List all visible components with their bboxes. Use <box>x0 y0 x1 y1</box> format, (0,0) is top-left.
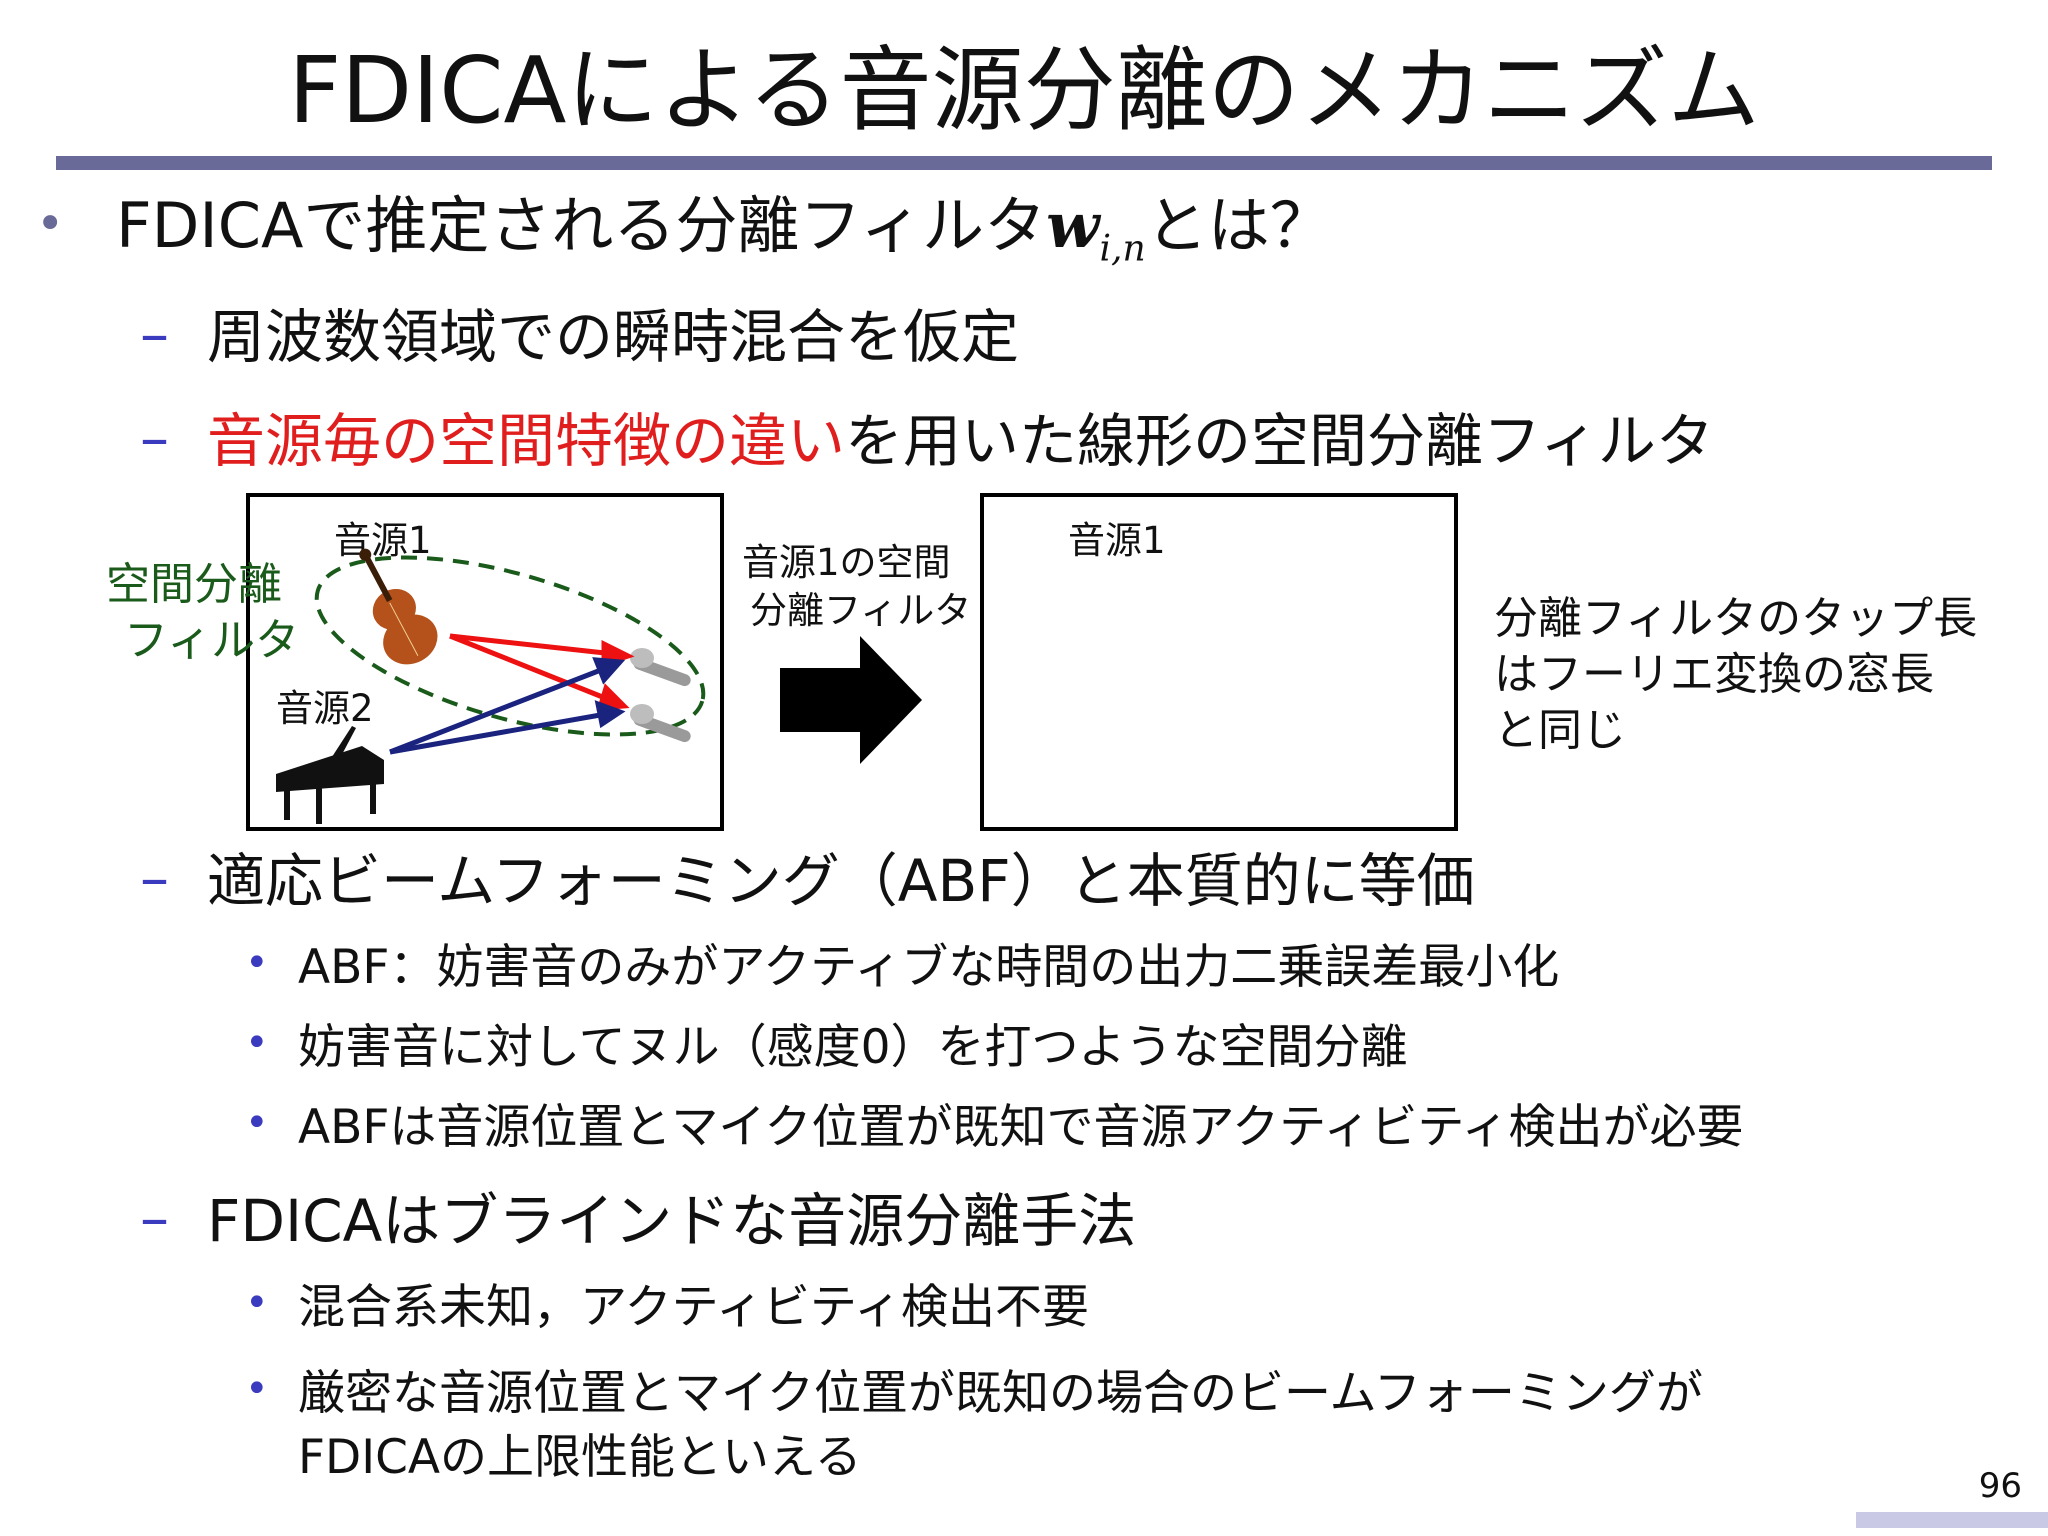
sub-item-text: 適応ビームフォーミング（ABF）と本質的に等価 <box>207 847 1475 915</box>
arrow-caption-line1: 音源1の空間 <box>742 541 951 584</box>
list-item: ABFは音源位置とマイク位置が既知で音源アクティビティ検出が必要 <box>298 1100 1744 1155</box>
plain-text: を用いた線形の空間分離フィルタ <box>845 407 1714 475</box>
sub-item-text: 周波数領域での瞬時混合を仮定 <box>207 303 1020 371</box>
dash-marker: – <box>140 1184 169 1252</box>
bullet-dot: • <box>245 1280 269 1326</box>
title-underline <box>56 156 1992 170</box>
bullet-dot: • <box>245 1366 269 1412</box>
math-var: w <box>1046 189 1100 262</box>
spatial-filter-label-line2: フィルタ <box>124 615 300 666</box>
dash-marker: – <box>140 404 169 472</box>
footer-bar <box>1856 1512 2048 1528</box>
highlight-text: 音源毎の空間特徴の違い <box>207 407 846 475</box>
list-item: 妨害音に対してヌル（感度0）を打つような空間分離 <box>298 1020 1408 1075</box>
list-item: 混合系未知，アクティビティ検出不要 <box>298 1280 1090 1335</box>
tap-length-note-line2: はフーリエ変換の窓長 <box>1494 649 1934 700</box>
dash-marker: – <box>140 844 169 912</box>
microphone-icon <box>630 648 691 687</box>
sub-item-text: FDICAはブラインドな音源分離手法 <box>207 1187 1137 1255</box>
violin-icon <box>359 548 438 665</box>
list-item: 厳密な音源位置とマイク位置が既知の場合のビームフォーミングが <box>298 1366 1703 1421</box>
spatial-filter-ellipse <box>314 555 706 737</box>
source2-label: 音源2 <box>276 687 374 730</box>
math-symbol: wi,n <box>1046 189 1146 269</box>
list-item-continuation: FDICAの上限性能といえる <box>298 1430 862 1485</box>
big-arrow-icon <box>780 636 922 764</box>
tap-length-note-line1: 分離フィルタのタップ長 <box>1494 593 1978 644</box>
bullet-main-text: FDICAで推定される分離フィルタ <box>116 189 1047 262</box>
microphone-icon <box>630 704 691 743</box>
page-number: 96 <box>1978 1466 2022 1506</box>
bullet-item: • FDICAで推定される分離フィルタwi,nとは？ <box>0 188 2048 269</box>
bullet-text: FDICAで推定される分離フィルタwi,nとは？ <box>116 188 1332 287</box>
tap-length-note-line3: と同じ <box>1494 705 1626 756</box>
sub-item-text: 音源毎の空間特徴の違いを用いた線形の空間分離フィルタ <box>207 406 1714 476</box>
math-subscript: i,n <box>1099 228 1146 270</box>
list-item: ABF：妨害音のみがアクティブな時間の出力二乗誤差最小化 <box>298 940 1560 995</box>
separated-panel <box>980 493 1458 831</box>
red-arrows <box>449 633 635 711</box>
bullet-suffix: とは？ <box>1145 189 1332 262</box>
dash-marker: – <box>140 300 169 368</box>
bullet-dot: • <box>245 1100 269 1146</box>
bullet-dot: • <box>245 940 269 986</box>
right-source1-label: 音源1 <box>1068 519 1166 562</box>
bullet-dot: • <box>36 196 65 252</box>
source1-label: 音源1 <box>334 519 432 562</box>
bullet-dot: • <box>245 1020 269 1066</box>
spatial-filter-label-line1: 空間分離 <box>106 559 282 610</box>
piano-icon <box>276 726 384 824</box>
slide-title: FDICAによる音源分離のメカニズム <box>288 37 1760 144</box>
arrow-caption-line2: 分離フィルタ <box>750 589 972 632</box>
blue-arrows <box>389 657 626 755</box>
